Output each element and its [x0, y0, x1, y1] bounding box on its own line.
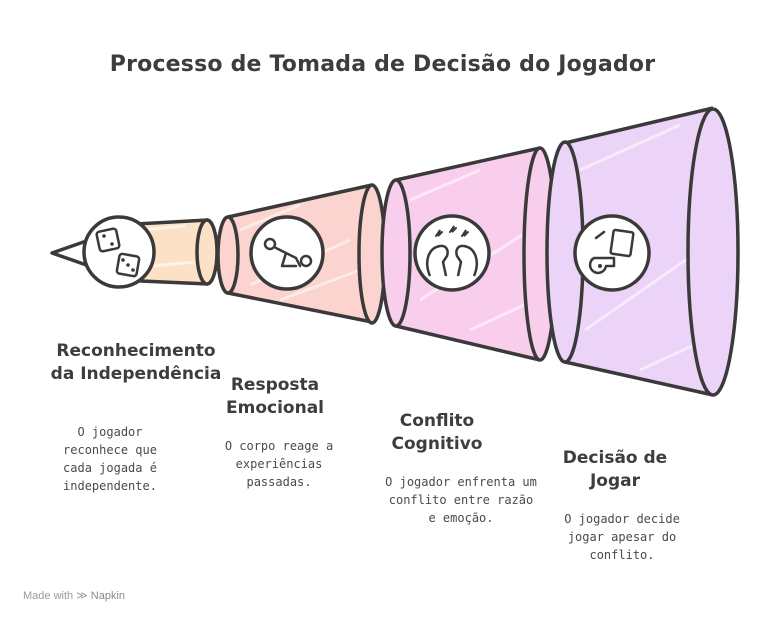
mind-conflict-icon	[413, 214, 491, 292]
stage-3-description: O jogador enfrenta um conflito entre raz…	[385, 475, 537, 525]
body-reaction-icon	[249, 215, 325, 291]
stage-1-description: O jogador reconhece que cada jogada é in…	[63, 425, 157, 493]
napkin-logo-icon: ≫	[76, 590, 88, 602]
stage-2-label: Resposta Emocional	[226, 375, 324, 418]
funnel-segment-4	[545, 106, 740, 397]
dice-icon	[82, 215, 156, 289]
stage-4-label: Decisão de Jogar	[562, 448, 668, 491]
footer-made-with: Made with	[23, 590, 74, 602]
diagram-title: Processo de Tomada de Decisão do Jogador	[109, 52, 656, 77]
made-with-napkin-footer: Made with ≫ Napkin	[23, 589, 125, 602]
footer-brand: Napkin	[90, 590, 126, 602]
stage-1-label: Reconhecimento da Independência	[50, 341, 222, 384]
whistle-card-icon	[573, 214, 651, 292]
stage-2-description: O corpo reage a experiências passadas.	[224, 439, 334, 489]
stage-3-label: Conflito Cognitivo	[391, 411, 483, 454]
stage-4-description: O jogador decide jogar apesar do conflit…	[564, 512, 680, 562]
